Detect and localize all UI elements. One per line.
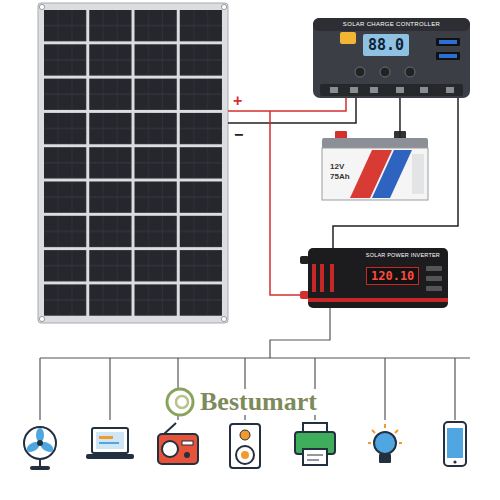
solar-panel (38, 3, 228, 323)
inverter-body (300, 248, 448, 308)
printer-icon (295, 423, 335, 465)
charge-controller-body (313, 18, 470, 98)
radio-icon (158, 423, 198, 464)
device-label: SOLAR CHARGE CONTROLLER (319, 21, 464, 28)
battery-voltage: 12V (330, 162, 428, 172)
watermark-logo (167, 389, 193, 415)
power-inverter: SOLAR POWER INVERTER 120.10 (308, 248, 448, 308)
lcd-readout: 120.10 (366, 267, 419, 285)
lcd-readout: 88.0 (363, 34, 409, 56)
battery-capacity: 75Ah (330, 172, 428, 182)
fan-icon (24, 427, 56, 470)
charge-controller: SOLAR CHARGE CONTROLLER 88.0 (313, 18, 470, 98)
battery-body (322, 131, 428, 200)
laptop-icon (86, 428, 134, 459)
power-wire (399, 98, 401, 138)
load-bus (40, 308, 470, 420)
polarity-sign: + (233, 93, 242, 109)
battery: 12V75Ah (322, 138, 428, 200)
watermark: Bestumart (197, 389, 320, 415)
phone-icon (444, 422, 466, 466)
power-wire (333, 98, 458, 248)
lamp-icon (368, 424, 402, 463)
device-label: SOLAR POWER INVERTER (316, 252, 440, 259)
polarity-sign: − (234, 127, 243, 143)
speaker-icon (230, 424, 260, 468)
